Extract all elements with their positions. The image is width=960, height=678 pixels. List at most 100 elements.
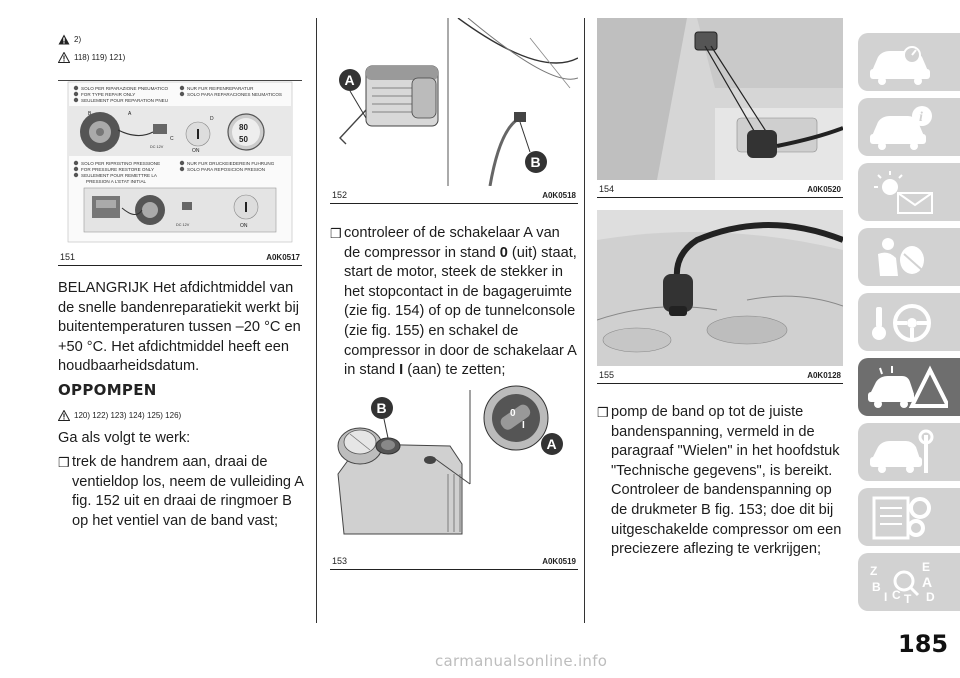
label-en-repair: FOR TYPE REPAIR ONLY [81, 92, 135, 97]
figure-154-number: 154 [599, 184, 615, 194]
index-letter-d: D [926, 590, 935, 604]
step-2-part-3: (aan) te zetten; [403, 362, 506, 379]
warning-triangle-icon [58, 34, 70, 44]
step-2-part-1: controleer of de schakelaar A van de com… [344, 225, 560, 261]
index-letter-z: Z [870, 564, 877, 578]
chapter-tab-maintenance[interactable] [858, 423, 960, 481]
important-note: BELANGRIJK Het afdichtmiddel van de snel… [58, 280, 301, 375]
index-letter-c: C [892, 588, 901, 602]
column-divider-1 [316, 18, 317, 623]
airbag-seat-icon [878, 238, 924, 276]
caution-triangle-icon [58, 409, 70, 421]
chapter-tab-info[interactable]: i [858, 98, 960, 156]
chapter-tab-technical-data[interactable] [858, 488, 960, 546]
letter-b: B [88, 111, 92, 117]
car-wrench-icon [870, 429, 934, 473]
warning-ref-text: 2) [74, 34, 82, 44]
svg-text:i: i [919, 110, 923, 125]
caution-ref-text: 118) 119) 121) [74, 52, 126, 62]
checkbox-bullet-icon: ❒ [330, 226, 342, 241]
step-1-text: trek de handrem aan, draai de ventieldop… [72, 454, 304, 529]
label-de-pressure: NUR FUR DRUCKEIEDEREIN FUHRUNG [187, 161, 275, 166]
label-es-repair: SOLO PARA REPARACIONES NEUMATICOS [187, 92, 282, 97]
alphabet-index-icon: Z E A B C T D I [870, 560, 935, 605]
index-letter-b: B [872, 580, 881, 594]
label-fr-pressure-1: SEULEMENT POUR REMETTRE LA [81, 173, 158, 178]
label-fr-pressure-2: PRESSION A L'ETAT INITIAL [86, 179, 147, 184]
figure-152-number: 152 [332, 190, 348, 200]
letter-a: A [128, 111, 132, 117]
warning-light-envelope-icon [874, 171, 933, 214]
callout-a: A [345, 72, 355, 88]
step-1: ❒ trek de handrem aan, draai de ventield… [58, 453, 306, 531]
chapter-tab-safety[interactable] [858, 228, 960, 286]
chapter-tab-index[interactable]: Z E A B C T D I [858, 553, 960, 611]
intro-text: Ga als volgt te werk: [58, 430, 191, 446]
tunnel-console-socket-illustration [597, 210, 843, 366]
column-divider-2 [584, 18, 585, 623]
chapter-tab-dashboard[interactable] [858, 33, 960, 91]
gauge-value-bottom: 50 [239, 135, 248, 144]
callout-a-153: A [547, 436, 557, 452]
chapter-tab-warning-lights[interactable] [858, 163, 960, 221]
switch-one-mark: I [522, 420, 525, 431]
step-2: ❒ controleer of de schakelaar A van de c… [330, 224, 578, 381]
page-number: 185 [898, 630, 949, 658]
car-breakdown-warning-icon [868, 365, 948, 408]
index-letter-a: A [922, 574, 932, 590]
figure-151-code: A0K0517 [266, 253, 300, 262]
label-de-repair: NUR FUR REIFENREPARATUR [187, 86, 254, 91]
index-letter-i: I [884, 590, 887, 604]
caution-reference-row-2: 120) 122) 123) 124) 125) 126) [58, 408, 181, 422]
step-3: ❒ pomp de band op tot de juiste bandensp… [597, 403, 843, 560]
figure-152: A B 152 A0K0518 [330, 18, 578, 204]
figure-154: 154 A0K0520 [597, 18, 843, 198]
on-label-1: ON [192, 148, 200, 154]
letter-c: C [170, 136, 174, 142]
chapter-tab-sidebar: i [858, 33, 960, 618]
car-info-icon: i [870, 106, 932, 150]
index-letter-t: T [904, 592, 912, 605]
label-es-pressure: SOLO PARA REPOSICION PRESION [187, 167, 265, 172]
section-heading-oppompen: OPPOMPEN [58, 381, 157, 399]
chapter-tab-emergency[interactable] [858, 358, 960, 416]
checkbox-bullet-icon: ❒ [597, 405, 609, 420]
figure-top-rule [58, 80, 302, 81]
index-letter-e: E [922, 560, 930, 574]
warning-reference-row: 2) [58, 32, 306, 46]
caution-reference-row: 118) 119) 121) [58, 50, 306, 64]
specs-gear-icon [872, 496, 931, 540]
caution-triangle-icon [58, 51, 70, 63]
switch-position-zero: 0 [499, 244, 508, 261]
label-it-repair: SOLO PER RIPARAZIONE PNEUMATICO [81, 86, 169, 91]
dc-label-1: DC 12V [150, 145, 164, 149]
figure-154-code: A0K0520 [807, 185, 841, 194]
key-steering-wheel-icon [872, 304, 931, 342]
car-dashboard-icon [870, 46, 930, 85]
figure-151: SOLO PER RIPARAZIONE PNEUMATICO FOR TYPE… [58, 80, 302, 266]
gauge-value-top: 80 [239, 123, 248, 132]
label-fr-repair: SEULEMENT POUR REPARATION PNEU [81, 98, 168, 103]
letter-d: D [210, 116, 214, 122]
switch-zero-mark: 0 [510, 408, 516, 419]
on-label-2: ON [240, 223, 248, 229]
callout-b: B [531, 154, 541, 170]
step-2-part-2: (uit) staat, start de motor, steek de st… [344, 244, 577, 379]
callout-b-153: B [377, 400, 387, 416]
step-2-text: controleer of de schakelaar A van de com… [344, 224, 578, 381]
figure-153-number: 153 [332, 556, 348, 566]
switch-position-one: I [399, 362, 404, 379]
chapter-tab-starting[interactable] [858, 293, 960, 351]
figure-151-number: 151 [60, 252, 76, 262]
compressor-switch-illustration: B 0 I A [330, 384, 578, 552]
figure-152-code: A0K0518 [542, 191, 576, 200]
repair-kit-label-illustration: SOLO PER RIPARAZIONE PNEUMATICO FOR TYPE… [67, 81, 293, 243]
figure-153: B 0 I A 153 A0K0519 [330, 384, 578, 570]
figure-153-code: A0K0519 [542, 557, 576, 566]
figure-155: 155 A0K0128 [597, 210, 843, 384]
label-en-pressure: FOR PRESSURE RESTORE ONLY [81, 167, 154, 172]
luggage-socket-illustration [597, 18, 843, 180]
compressor-valve-illustration: A B [330, 18, 578, 186]
caution-ref-text-2: 120) 122) 123) 124) 125) 126) [74, 410, 182, 420]
checkbox-bullet-icon: ❒ [58, 455, 70, 470]
